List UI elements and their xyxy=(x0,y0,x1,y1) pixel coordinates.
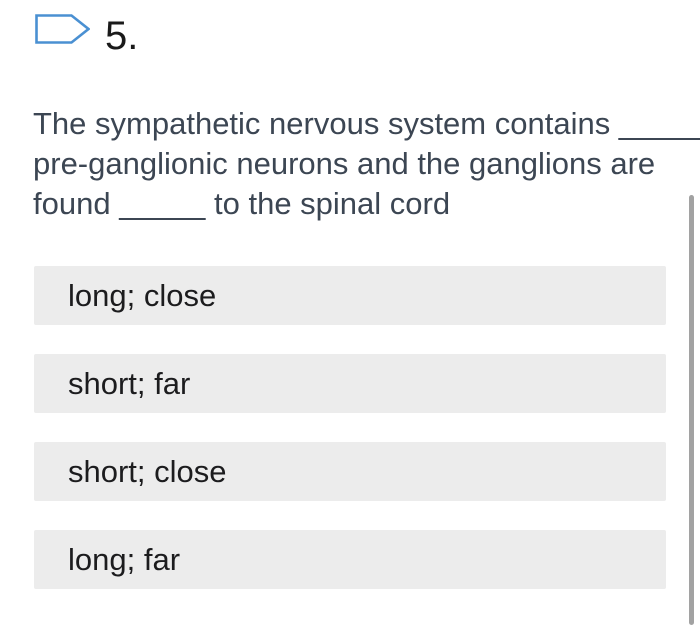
question-line: The sympathetic nervous system contains … xyxy=(33,106,700,141)
question-text: The sympathetic nervous system contains … xyxy=(33,104,700,224)
answer-options: long; close short; far short; close long… xyxy=(34,266,666,589)
question-number: 5. xyxy=(105,14,139,58)
flag-icon[interactable] xyxy=(35,14,91,44)
answer-option-2[interactable]: short; far xyxy=(34,354,666,413)
answer-option-4[interactable]: long; far xyxy=(34,530,666,589)
question-line: found _____ to the spinal cord xyxy=(33,186,451,221)
answer-option-1[interactable]: long; close xyxy=(34,266,666,325)
scrollbar-thumb[interactable] xyxy=(689,195,694,625)
question-line: pre-ganglionic neurons and the ganglions… xyxy=(33,146,656,181)
question-header: 5. xyxy=(35,14,138,56)
answer-option-3[interactable]: short; close xyxy=(34,442,666,501)
